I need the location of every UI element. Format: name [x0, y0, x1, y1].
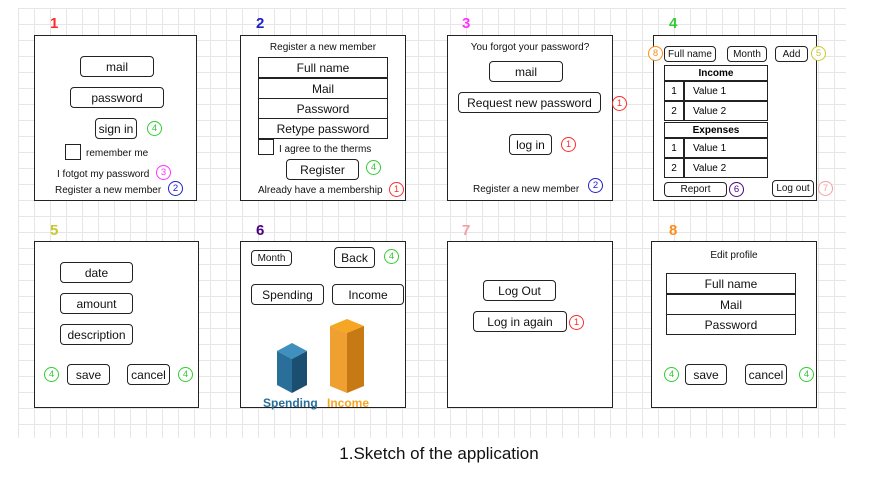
screen-5-number: 5 — [50, 222, 59, 239]
screen-3-forgot-password: You forgot your password? mail Request n… — [447, 35, 627, 201]
annotation-circle: 7 — [818, 181, 833, 196]
spending-income-chart — [277, 319, 364, 393]
chart-label-spending: Spending — [263, 396, 318, 410]
figure-caption: 1.Sketch of the application — [339, 444, 539, 463]
forgot-password-link[interactable]: I fotgot my password — [57, 168, 150, 180]
annotation-circle: 1 — [569, 315, 584, 330]
annotation-circle: 5 — [811, 46, 826, 61]
annotation-circle: 4 — [147, 121, 162, 136]
retype-password-field[interactable]: Retype password — [258, 118, 388, 139]
screen-8-edit-profile: Edit profile Full name Mail Password 4 s… — [651, 241, 817, 408]
password-field[interactable]: Password — [666, 314, 796, 335]
screen-4-number: 4 — [669, 15, 678, 32]
screen-3-number: 3 — [462, 15, 471, 32]
sign-in-button[interactable]: sign in — [95, 118, 137, 139]
annotation-circle: 2 — [168, 181, 183, 196]
table-cell: Value 1 — [684, 138, 768, 158]
full-name-field[interactable]: Full name — [258, 57, 388, 78]
expenses-header: Expenses — [664, 122, 768, 138]
register-button[interactable]: Register — [286, 159, 359, 180]
log-out-button[interactable]: Log out — [772, 180, 814, 197]
annotation-circle: 1 — [612, 96, 627, 111]
screen-5-add-entry: date amount description 4 save cancel 4 — [34, 241, 199, 408]
income-tab[interactable]: Income — [332, 284, 404, 305]
back-button[interactable]: Back — [334, 247, 375, 268]
screen-7-number: 7 — [462, 222, 471, 239]
grid-canvas: 1 mail password sign in 4 remember me I … — [18, 8, 846, 438]
annotation-circle: 1 — [389, 182, 404, 197]
table-cell: Value 2 — [684, 101, 768, 121]
screen-2-number: 2 — [256, 15, 265, 32]
table-cell: 1 — [664, 81, 684, 101]
amount-field[interactable]: amount — [60, 293, 133, 314]
mail-field[interactable]: Mail — [258, 78, 388, 99]
table-cell: 1 — [664, 138, 684, 158]
log-in-again-button[interactable]: Log in again — [473, 311, 567, 332]
report-button[interactable]: Report — [664, 182, 727, 197]
edit-profile-title: Edit profile — [710, 249, 758, 261]
month-button[interactable]: Month — [727, 46, 767, 62]
log-in-button[interactable]: log in — [509, 134, 552, 155]
table-cell: 2 — [664, 101, 684, 121]
table-cell: 2 — [664, 158, 684, 178]
date-field[interactable]: date — [60, 262, 133, 283]
mail-field[interactable]: mail — [80, 56, 154, 77]
annotation-circle: 3 — [156, 165, 171, 180]
screen-8-number: 8 — [669, 222, 678, 239]
annotation-circle: 4 — [44, 367, 59, 382]
forgot-title: You forgot your password? — [470, 41, 590, 53]
agree-checkbox[interactable] — [258, 139, 274, 155]
full-name-button[interactable]: Full name — [664, 46, 716, 62]
request-password-button[interactable]: Request new password — [458, 92, 601, 113]
annotation-circle: 2 — [588, 178, 603, 193]
screen-2-register: Register a new member Full name Mail Pas… — [240, 35, 406, 201]
remember-me-checkbox[interactable] — [65, 144, 81, 160]
register-title: Register a new member — [269, 41, 377, 53]
mail-field[interactable]: mail — [489, 61, 563, 82]
remember-me-label: remember me — [86, 147, 149, 159]
save-button[interactable]: save — [67, 364, 110, 385]
log-out-button[interactable]: Log Out — [483, 280, 556, 301]
annotation-circle: 4 — [178, 367, 193, 382]
annotation-circle: 6 — [729, 182, 744, 197]
annotation-circle: 1 — [561, 137, 576, 152]
table-cell: Value 1 — [684, 81, 768, 101]
screen-7-logout: Log Out Log in again 1 — [447, 241, 613, 408]
annotation-circle: 4 — [384, 249, 399, 264]
spending-tab[interactable]: Spending — [251, 284, 324, 305]
save-button[interactable]: save — [685, 364, 727, 385]
income-header: Income — [664, 65, 768, 81]
cancel-button[interactable]: cancel — [127, 364, 170, 385]
mail-field[interactable]: Mail — [666, 294, 796, 315]
month-button[interactable]: Month — [251, 250, 292, 266]
password-field[interactable]: Password — [258, 98, 388, 119]
screen-1-login: mail password sign in 4 remember me I fo… — [34, 35, 197, 201]
table-cell: Value 2 — [684, 158, 768, 178]
screen-6-report: Month Back 4 Spending Income Spending In… — [240, 241, 406, 410]
register-link[interactable]: Register a new member — [473, 183, 580, 195]
spending-bar — [277, 343, 307, 393]
agree-label: I agree to the therms — [279, 143, 372, 155]
description-field[interactable]: description — [60, 324, 133, 345]
register-link[interactable]: Register a new member — [55, 184, 162, 196]
password-field[interactable]: password — [70, 87, 164, 108]
cancel-button[interactable]: cancel — [745, 364, 787, 385]
income-bar — [330, 319, 364, 393]
screen-6-number: 6 — [256, 222, 265, 239]
full-name-field[interactable]: Full name — [666, 273, 796, 294]
annotation-circle: 4 — [366, 160, 381, 175]
already-member-link[interactable]: Already have a membership — [258, 184, 383, 196]
screen-1-number: 1 — [50, 15, 59, 32]
add-button[interactable]: Add — [775, 46, 808, 62]
chart-label-income: Income — [327, 396, 370, 410]
annotation-circle: 4 — [799, 367, 814, 382]
annotation-circle: 8 — [648, 46, 663, 61]
annotation-circle: 4 — [664, 367, 679, 382]
screen-4-dashboard: 8 Full name Month Add 5 Income 1 Value 1… — [648, 35, 833, 201]
